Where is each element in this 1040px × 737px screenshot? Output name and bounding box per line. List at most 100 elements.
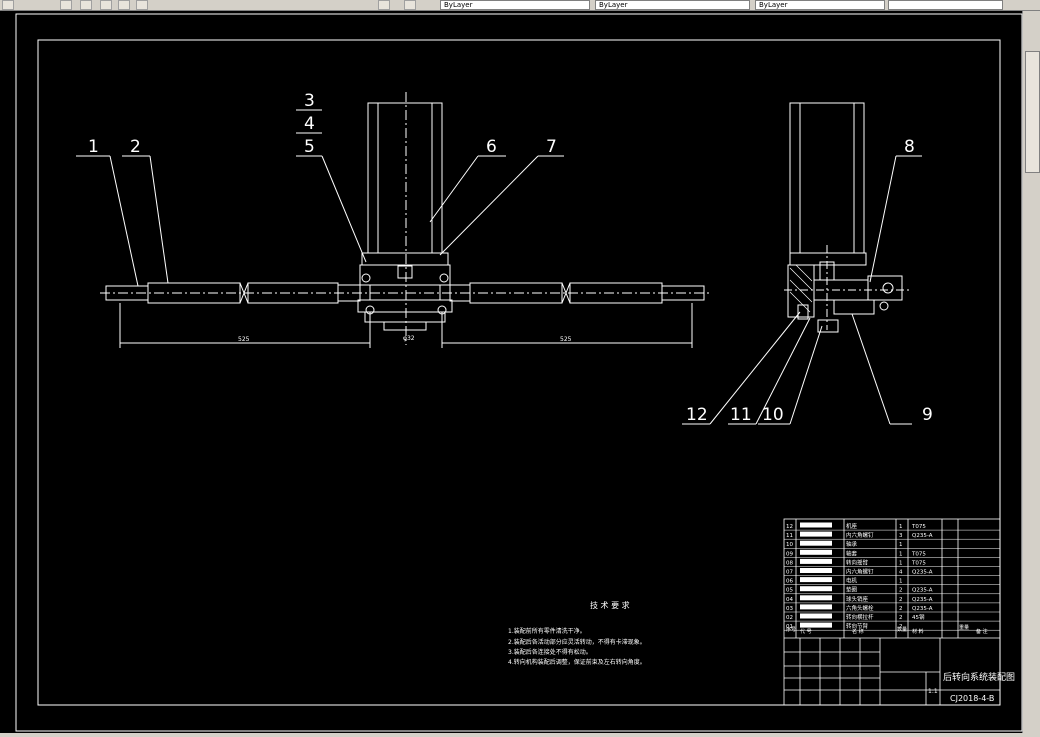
table-code-redacted: [800, 531, 832, 537]
table-cell-no: 08: [786, 560, 793, 566]
table-cell-name: 轴套: [846, 549, 858, 557]
table-cell-qty: 2: [899, 606, 903, 612]
table-cell-material: Q235-A: [912, 588, 933, 594]
callout-leaders: [76, 109, 922, 425]
table-cell-qty: 3: [899, 533, 903, 539]
table-cell-qty: 2: [899, 588, 903, 594]
table-code-redacted: [800, 586, 832, 592]
table-cell-material: T075: [911, 551, 926, 557]
header-name: 名 称: [852, 628, 864, 635]
callout-10: 10: [762, 405, 784, 425]
table-cell-no: 10: [786, 542, 793, 548]
dimension-right: 525: [560, 336, 572, 343]
layer-combo[interactable]: ByLayer: [440, 0, 590, 10]
table-cell-no: 06: [786, 579, 793, 585]
callout-9: 9: [922, 405, 933, 425]
table-cell-material: T075: [911, 524, 926, 530]
drawing-frame: [37, 39, 1001, 706]
table-cell-qty: 1: [899, 542, 903, 548]
table-cell-material: 45钢: [912, 613, 925, 621]
header-no: 序号: [786, 626, 796, 633]
table-cell-material: Q235-A: [912, 606, 933, 612]
drawing-title: 后转向系统装配图: [943, 671, 1015, 683]
table-cell-no: 04: [786, 597, 793, 603]
callout-6: 6: [486, 137, 497, 157]
drawing-number: CJ2018-4-B: [950, 694, 994, 703]
toolbar-button[interactable]: [136, 0, 148, 10]
header-qty: 数量: [897, 626, 907, 633]
dimension-center: φ32: [403, 335, 415, 342]
toolbar-button[interactable]: [118, 0, 130, 10]
table-cell-qty: 1: [899, 524, 903, 530]
callout-12: 12: [686, 405, 708, 425]
callout-5: 5: [304, 137, 315, 157]
table-cell-name: 转向横拉杆: [846, 613, 874, 621]
note-3: 3.装配后各连接处不得有松动。: [508, 648, 592, 656]
table-cell-name: 球头销座: [846, 595, 869, 603]
table-code-redacted: [800, 595, 832, 601]
table-cell-qty: 1: [899, 551, 903, 557]
table-cell-material: Q235-A: [912, 533, 933, 539]
table-code-redacted: [800, 522, 832, 528]
table-cell-qty: 4: [899, 570, 903, 576]
callout-1: 1: [88, 137, 99, 157]
toolbar-button[interactable]: [80, 0, 92, 10]
table-cell-name: 六角头螺栓: [846, 604, 874, 612]
table-cell-material: Q235-A: [912, 570, 933, 576]
lineweight-combo[interactable]: ByLayer: [755, 0, 885, 10]
notes-title: 技 术 要 求: [590, 600, 630, 610]
callout-2: 2: [130, 137, 141, 157]
sheet-border: [15, 13, 1023, 732]
toolbar-button[interactable]: [378, 0, 390, 10]
toolbar-button[interactable]: [404, 0, 416, 10]
table-cell-no: 09: [786, 551, 793, 557]
note-4: 4.转向机构装配后调整，保证前束及左右转向角度。: [508, 658, 646, 666]
table-cell-name: 电机: [846, 577, 858, 585]
table-code-redacted: [800, 549, 832, 555]
header-material: 材 料: [912, 628, 924, 635]
callout-8: 8: [904, 137, 915, 157]
toolbar-button[interactable]: [100, 0, 112, 10]
table-cell-no: 07: [786, 570, 793, 576]
side-view: [784, 102, 912, 333]
callout-4: 4: [304, 114, 315, 134]
header-weight: 重量: [959, 624, 969, 631]
header-remark: 备 注: [976, 628, 988, 635]
table-cell-name: 机座: [846, 522, 858, 530]
table-code-redacted: [800, 604, 832, 610]
table-cell-material: Q235-A: [912, 597, 933, 603]
table-cell-qty: 1: [899, 579, 903, 585]
plot-style-combo[interactable]: [888, 0, 1003, 10]
table-cell-name: 轴承: [846, 540, 858, 548]
table-code-redacted: [800, 568, 832, 573]
table-cell-name: 垫圈: [846, 586, 858, 594]
dimension-left: 525: [238, 336, 250, 343]
table-cell-no: 05: [786, 588, 793, 594]
table-cell-no: 11: [786, 533, 793, 539]
note-2: 2.装配后各活动部分应灵活转动，不得有卡滞现象。: [508, 638, 646, 646]
table-cell-qty: 2: [899, 615, 903, 621]
table-cell-no: 02: [786, 615, 793, 621]
table-cell-material: T075: [911, 560, 926, 566]
table-code-redacted: [800, 613, 832, 619]
table-cell-name: 内六角螺钉: [846, 531, 874, 539]
drawing-canvas[interactable]: [0, 11, 1022, 733]
table-cell-name: 转向摇臂: [846, 558, 869, 566]
horizontal-scrollbar[interactable]: [0, 733, 1040, 737]
cad-toolbar: ByLayer ByLayer ByLayer: [0, 0, 1040, 11]
table-cell-name: 转向节臂: [846, 622, 869, 630]
callout-11: 11: [730, 405, 752, 425]
table-cell-qty: 1: [899, 560, 903, 566]
toolbar-button[interactable]: [60, 0, 72, 10]
table-cell-no: 12: [786, 524, 793, 530]
table-cell-qty: 2: [899, 624, 903, 630]
toolbar-button[interactable]: [2, 0, 14, 10]
note-1: 1.装配前所有零件清洗干净。: [508, 627, 586, 635]
table-cell-no: 03: [786, 606, 793, 612]
callout-3: 3: [304, 91, 315, 111]
linetype-combo[interactable]: ByLayer: [595, 0, 750, 10]
table-code-redacted: [800, 540, 832, 546]
drawing-scale: 1:1: [928, 688, 938, 695]
